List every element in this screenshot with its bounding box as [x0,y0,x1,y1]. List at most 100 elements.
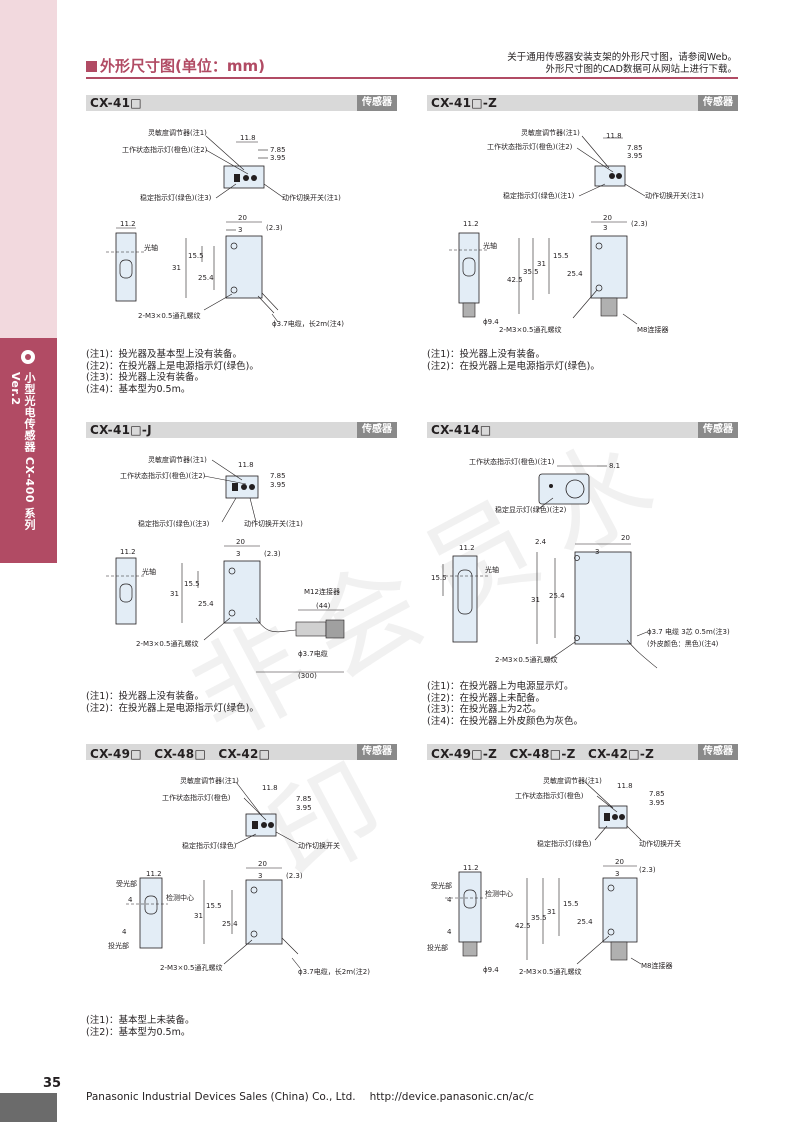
svg-text:11.8: 11.8 [606,132,622,140]
svg-text:3.95: 3.95 [649,799,665,807]
label: 灵敏度调节器(注1) [180,776,239,785]
series-bullet-icon [21,350,35,364]
section-bar-cx49z: CX-49□-Z CX-48□-Z CX-42□-Z 传感器 [427,744,738,761]
svg-text:7.85: 7.85 [296,795,312,803]
label: 动作切换开关(注1) [244,519,303,528]
section-bar-cx41: CX-41□ 传感器 [86,95,397,111]
side-view-body [458,871,482,943]
svg-text:3.95: 3.95 [627,152,643,160]
svg-text:(2.3): (2.3) [266,224,283,232]
svg-text:3: 3 [603,224,607,232]
svg-text:31: 31 [194,912,203,920]
drawing-cx41z: 灵敏度调节器(注1) 工作状态指示灯(橙色)(注2) 稳定指示灯(绿色)(注1)… [449,128,704,334]
svg-text:20: 20 [238,214,247,222]
svg-text:(2.3): (2.3) [286,872,303,880]
svg-text:11.8: 11.8 [617,782,633,790]
page-number: 35 [43,1076,62,1091]
section-title: CX-49□-Z CX-48□-Z CX-42□-Z [431,747,655,761]
label: ϕ3.7电缆，长2m(注2) [298,967,370,976]
svg-text:(2.3): (2.3) [631,220,648,228]
drawing-cx414: 工作状态指示灯(橙色)(注1) 8.1 稳定显示灯(绿色)(注2) 11.2 1… [431,457,730,669]
label: 动作切换开关 [639,839,681,848]
svg-text:2.4: 2.4 [535,538,547,546]
m12-connector-icon [295,621,327,637]
notes-cx41j: (注1)：投光器上没有装备。 (注2)：在投光器上是电源指示灯(绿色)。 [86,691,259,714]
label: 灵敏度调节器(注1) [148,455,207,464]
svg-text:31: 31 [170,590,179,598]
svg-text:7.85: 7.85 [270,146,286,154]
svg-text:20: 20 [603,214,612,222]
label: 动作切换开关(注1) [645,191,704,200]
indicator-icon [616,173,622,179]
svg-text:31: 31 [547,908,556,916]
svg-text:42.5: 42.5 [515,922,531,930]
section-tag: 传感器 [357,95,397,111]
svg-text:35.5: 35.5 [523,268,539,276]
section-tag: 传感器 [698,744,738,760]
svg-text:25.4: 25.4 [577,918,593,926]
label: 受光部 [116,879,137,888]
svg-text:15.5: 15.5 [431,574,447,582]
label: 光轴 [483,241,497,250]
svg-text:(44): (44) [316,602,331,610]
svg-text:31: 31 [531,596,540,604]
title-square-icon [86,61,97,72]
svg-text:7.85: 7.85 [270,472,286,480]
svg-text:3: 3 [258,872,262,880]
svg-text:3.95: 3.95 [296,804,312,812]
label: 受光部 [431,881,452,890]
label: 灵敏度调节器(注1) [543,776,602,785]
switch-icon [252,821,258,829]
front-view-body [574,551,632,645]
svg-text:11.2: 11.2 [463,220,479,228]
label: M8连接器 [637,325,669,334]
svg-text:11.2: 11.2 [120,548,136,556]
front-view-body [223,560,261,624]
label: ϕ9.4 [483,966,499,974]
drawing-cx49z: 灵敏度调节器(注1) 工作状态指示灯(橙色) 稳定指示灯(绿色) 动作切换开关 … [427,776,681,976]
page-title: 外形尺寸图(单位：mm) [86,55,265,76]
label: 2-M3×0.5通孔螺纹 [138,311,200,320]
label: 稳定指示灯(绿色) [182,841,237,850]
svg-text:20: 20 [615,858,624,866]
svg-text:(2.3): (2.3) [264,550,281,558]
indicator-icon [619,814,625,820]
label: 光轴 [485,565,499,574]
svg-text:25.4: 25.4 [198,600,214,608]
notes-cx414: (注1)：在投光器上为电源显示灯。 (注2)：在投光器上未配备。 (注3)：在投… [427,681,583,727]
header-note: 关于通用传感器安装支架的外形尺寸图，请参阅Web。 外形尺寸图的CAD数据可从网… [507,52,737,75]
svg-text:3.95: 3.95 [270,154,286,162]
svg-text:4: 4 [447,928,452,936]
svg-text:31: 31 [537,260,546,268]
indicator-icon [243,175,249,181]
svg-text:8.1: 8.1 [609,462,620,470]
side-view-body [115,557,137,625]
svg-text:20: 20 [621,534,630,542]
label: 稳定指示灯(绿色)(注3) [138,519,210,528]
drawing-cx41: 灵敏度调节器(注1) 工作状态指示灯(橙色)(注2) 稳定指示灯(绿色)(注3)… [106,128,344,328]
website-link[interactable]: http://device.panasonic.cn/ac/c [369,1091,534,1103]
label: ϕ9.4 [483,318,499,326]
label: 光轴 [144,243,158,252]
side-view-body [115,232,137,302]
side-view-body [452,555,478,643]
indicator-icon [609,173,615,179]
label: 投光部 [108,941,129,950]
svg-text:3: 3 [238,226,242,234]
notes-cx41: (注1)：投光器及基本型上没有装备。 (注2)：在投光器上是电源指示灯(绿色)。… [86,349,259,395]
svg-text:25.4: 25.4 [549,592,565,600]
label: 2-M3×0.5通孔螺纹 [519,967,581,976]
svg-text:11.8: 11.8 [238,461,254,469]
indicator-icon [268,822,274,828]
notes-cx41z: (注1)：投光器上没有装备。 (注2)：在投光器上是电源指示灯(绿色)。 [427,349,600,372]
indicator-icon [261,822,267,828]
section-title: CX-41□ [90,96,142,110]
section-bar-cx41z: CX-41□-Z 传感器 [427,95,738,111]
label: 工作状态指示灯(橙色) [515,791,584,800]
svg-text:15.5: 15.5 [553,252,569,260]
switch-icon [234,174,240,182]
section-tag: 传感器 [357,744,397,760]
label: 稳定指示灯(绿色)(注3) [140,193,212,202]
svg-text:3: 3 [236,550,240,558]
svg-text:3: 3 [615,870,619,878]
